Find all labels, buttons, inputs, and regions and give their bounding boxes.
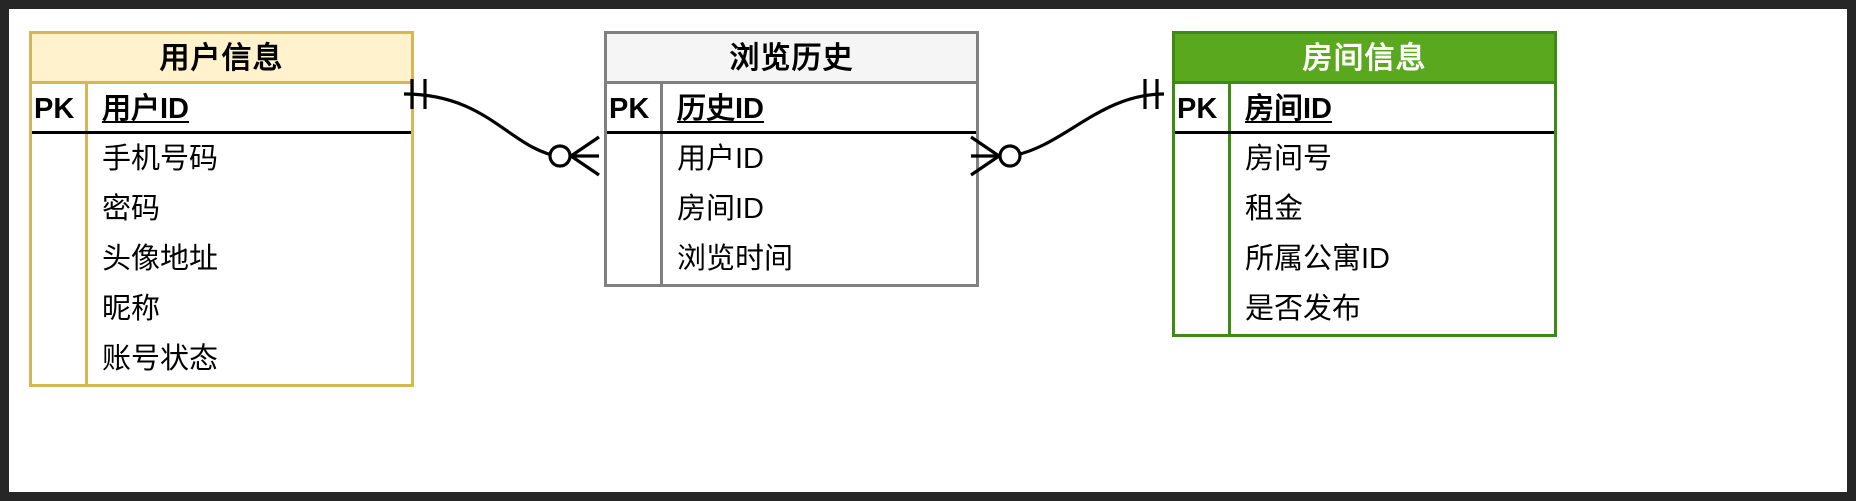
row-field-name: 房间ID — [1245, 93, 1333, 125]
row-key-badge — [607, 234, 663, 284]
row-field-name: 用户ID — [102, 93, 190, 125]
row-field-name: 密码 — [102, 193, 161, 225]
table-row[interactable]: 租金 — [1175, 184, 1554, 234]
row-key-badge — [1175, 134, 1231, 184]
cardinality-zero-circle-icon — [548, 144, 572, 168]
table-row[interactable]: 账号状态 — [32, 334, 411, 384]
entity-title-room: 房间信息 — [1175, 34, 1554, 84]
row-key-badge: PK — [607, 84, 663, 131]
row-key-badge — [1175, 184, 1231, 234]
row-field-name: 用户ID — [677, 143, 765, 175]
entity-table-user[interactable]: 用户信息 PK 用户ID 手机号码 密码 头像地址 昵称 — [29, 31, 414, 387]
row-key-badge — [32, 134, 88, 184]
table-row[interactable]: 所属公寓ID — [1175, 234, 1554, 284]
cardinality-zero-circle-icon — [998, 144, 1022, 168]
table-row[interactable]: 是否发布 — [1175, 284, 1554, 334]
row-field-name: 历史ID — [677, 93, 765, 125]
entity-rows-user: PK 用户ID 手机号码 密码 头像地址 昵称 账号状态 — [32, 84, 411, 384]
table-row[interactable]: 头像地址 — [32, 234, 411, 284]
row-key-badge — [32, 234, 88, 284]
entity-table-room[interactable]: 房间信息 PK 房间ID 房间号 租金 所属公寓ID 是否发布 — [1172, 31, 1557, 337]
row-field-name: 浏览时间 — [677, 243, 794, 275]
row-key-badge — [607, 184, 663, 234]
cardinality-many-crowsfoot-icon — [570, 135, 600, 177]
row-field-name: 房间号 — [1245, 143, 1333, 175]
relationship-line — [1010, 92, 1165, 158]
row-field-name: 是否发布 — [1245, 293, 1362, 325]
table-row[interactable]: 房间号 — [1175, 134, 1554, 184]
relationship-line — [403, 92, 562, 159]
entity-rows-room: PK 房间ID 房间号 租金 所属公寓ID 是否发布 — [1175, 84, 1554, 334]
row-key-badge: PK — [32, 84, 88, 131]
row-key-badge — [1175, 234, 1231, 284]
entity-rows-history: PK 历史ID 用户ID 房间ID 浏览时间 — [607, 84, 976, 284]
row-key-badge — [32, 284, 88, 334]
row-key-badge — [1175, 284, 1231, 334]
table-row[interactable]: PK 用户ID — [32, 84, 411, 134]
entity-table-history[interactable]: 浏览历史 PK 历史ID 用户ID 房间ID 浏览时间 — [604, 31, 979, 287]
row-key-badge — [32, 334, 88, 384]
table-row[interactable]: 昵称 — [32, 284, 411, 334]
entity-title-user: 用户信息 — [32, 34, 411, 84]
row-key-badge — [32, 184, 88, 234]
row-field-name: 租金 — [1245, 193, 1304, 225]
table-row[interactable]: 密码 — [32, 184, 411, 234]
row-key-badge: PK — [1175, 84, 1231, 131]
row-field-name: 账号状态 — [102, 343, 219, 375]
table-row[interactable]: PK 房间ID — [1175, 84, 1554, 134]
row-field-name: 头像地址 — [102, 243, 219, 275]
table-row[interactable]: 房间ID — [607, 184, 976, 234]
row-field-name: 手机号码 — [102, 143, 219, 175]
table-row[interactable]: PK 历史ID — [607, 84, 976, 134]
row-key-badge — [607, 134, 663, 184]
entity-title-history: 浏览历史 — [607, 34, 976, 84]
row-field-name: 房间ID — [677, 193, 765, 225]
relationship-user-history — [403, 79, 600, 177]
table-row[interactable]: 用户ID — [607, 134, 976, 184]
row-field-name: 昵称 — [102, 293, 161, 325]
table-row[interactable]: 浏览时间 — [607, 234, 976, 284]
row-field-name: 所属公寓ID — [1245, 243, 1391, 275]
relationship-room-history — [970, 79, 1165, 177]
table-row[interactable]: 手机号码 — [32, 134, 411, 184]
